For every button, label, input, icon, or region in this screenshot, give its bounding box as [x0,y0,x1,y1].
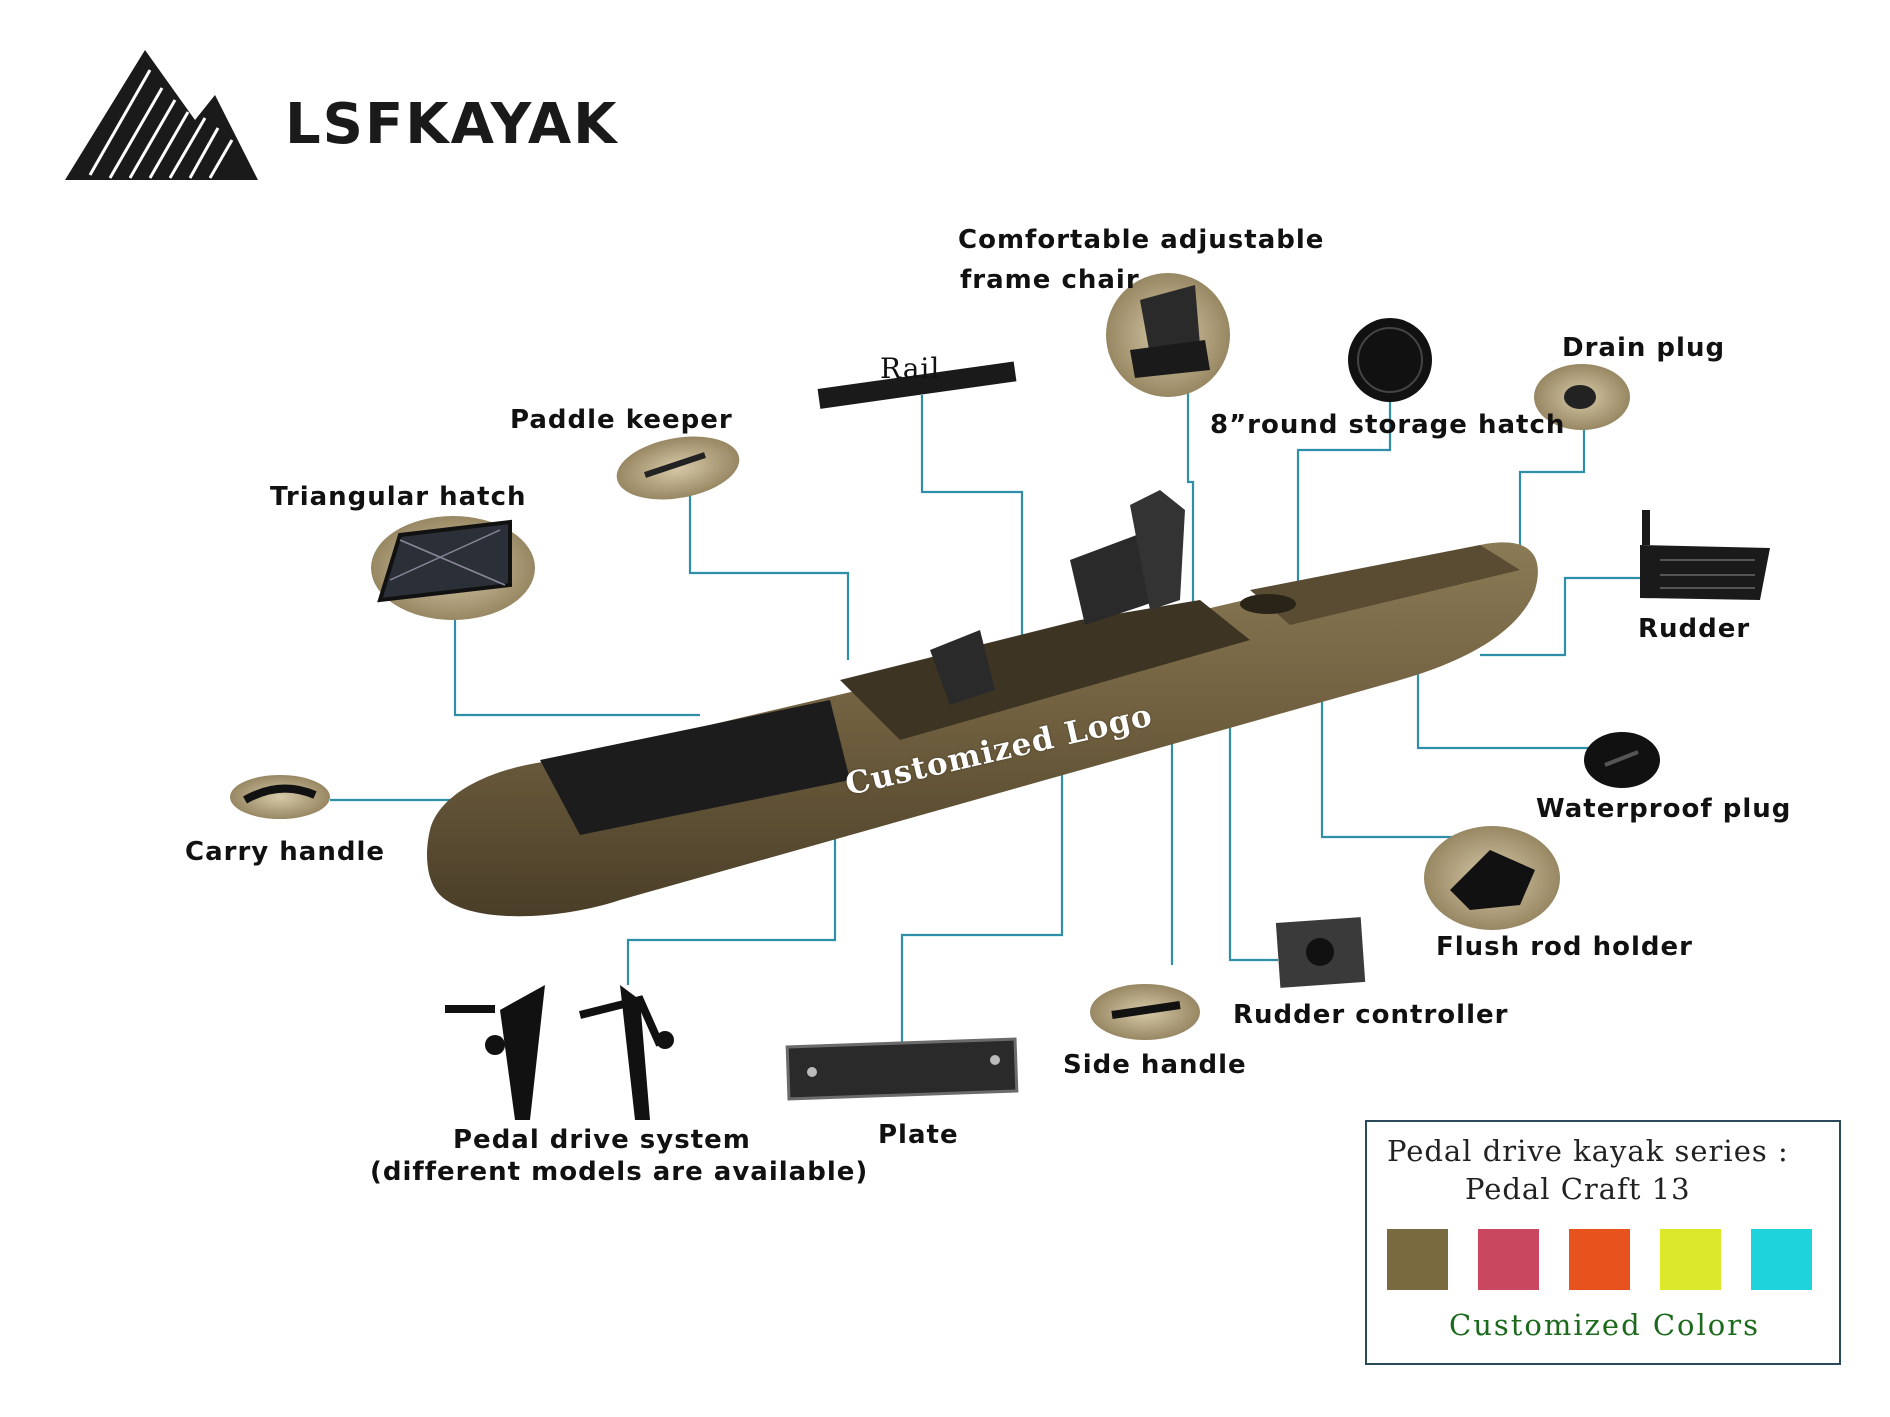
legend-subtitle: Pedal Craft 13 [1465,1172,1691,1206]
thumb-carry-handle [230,775,330,819]
swatch-red-white[interactable] [1478,1229,1539,1290]
thumb-triangular-hatch [371,516,535,620]
kayak-hull [427,490,1538,917]
series-legend: Pedal drive kayak series : Pedal Craft 1… [1365,1120,1841,1365]
thumb-side-handle [1090,984,1200,1040]
label-carry-handle: Carry handle [185,837,385,867]
thumb-rail [817,361,1017,409]
label-pedal-drive-line2: (different models are available) [370,1157,869,1187]
thumb-chair [1106,273,1230,397]
swatch-orange[interactable] [1569,1229,1630,1290]
label-plate: Plate [878,1120,959,1150]
thumb-paddle-keeper [616,436,740,500]
brand-mountain-logo [65,50,258,180]
thumb-rudder [1640,510,1770,600]
thumb-waterproof-plug [1584,732,1660,788]
label-chair: Comfortable adjustable [958,225,1325,255]
label-drain-plug: Drain plug [1562,333,1726,363]
swatch-lime[interactable] [1660,1229,1721,1290]
thumb-round-hatch [1348,318,1432,402]
label-paddle-keeper: Paddle keeper [510,405,733,435]
label-waterproof-plug: Waterproof plug [1536,794,1792,824]
thumb-pedal-drive [445,985,674,1120]
thumb-rudder-controller [1275,917,1366,988]
label-chair-line2: frame chair [960,265,1140,295]
brand-name: LSFKAYAK [285,92,619,157]
label-pedal-drive: Pedal drive system [453,1125,751,1155]
label-rudder-controller: Rudder controller [1233,1000,1509,1030]
color-swatches [1387,1229,1812,1290]
swatch-cyan[interactable] [1751,1229,1812,1290]
legend-footer: Customized Colors [1449,1308,1760,1342]
label-rudder: Rudder [1638,614,1751,644]
label-rail: Rail [880,352,941,385]
thumb-drain-plug [1534,364,1630,430]
thumb-flush-rod-holder [1424,826,1560,930]
label-round-hatch: 8”round storage hatch [1210,410,1566,440]
thumb-plate [785,1037,1019,1101]
label-flush-rod-holder: Flush rod holder [1436,932,1693,962]
label-side-handle: Side handle [1063,1050,1247,1080]
label-triangular-hatch: Triangular hatch [270,482,527,512]
swatch-camo-brown[interactable] [1387,1229,1448,1290]
legend-title: Pedal drive kayak series : [1387,1134,1789,1168]
